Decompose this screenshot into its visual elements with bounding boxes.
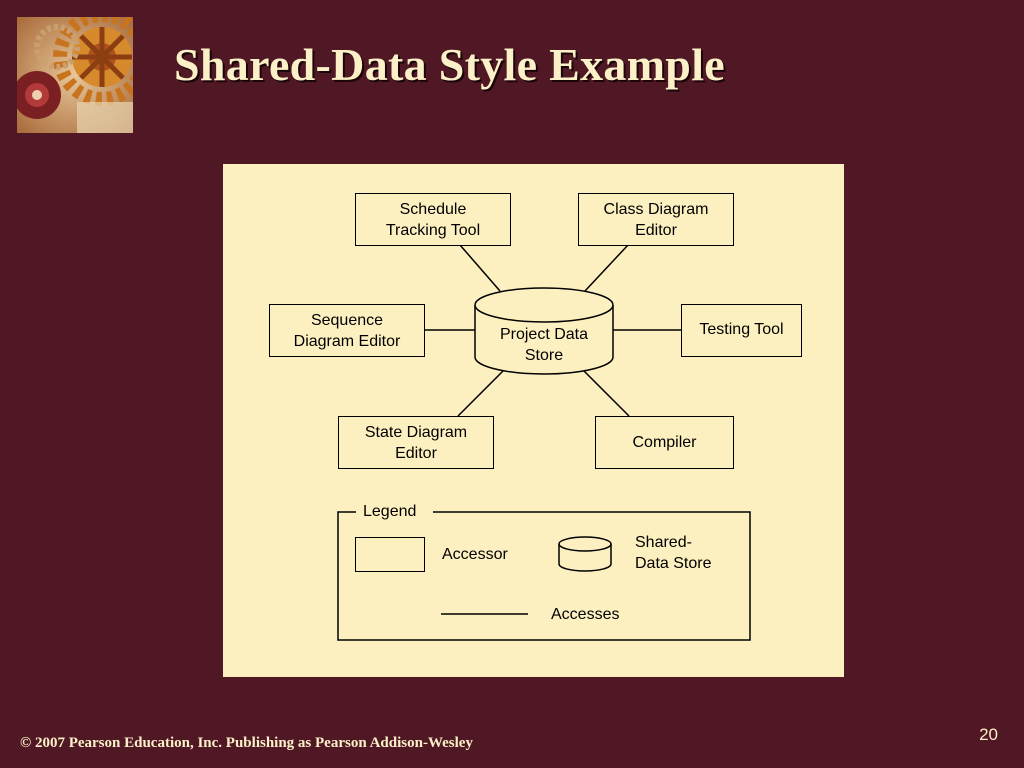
connector-compiler — [582, 369, 630, 417]
connector-class-diagram — [584, 244, 629, 292]
page-number: 20 — [979, 725, 998, 744]
legend-accessor-label: Accessor — [442, 546, 508, 563]
copyright-footer: © 2007 Pearson Education, Inc. Publishin… — [20, 735, 473, 751]
project-data-store-label: Project Data Store — [499, 326, 589, 364]
legend-shared-store-label: Shared- Data Store — [635, 534, 712, 572]
class-diagram-editor-label: Class Diagram Editor — [603, 200, 709, 239]
diagram-connectors — [337, 244, 751, 641]
slide-title: Shared-Data Style Example — [174, 39, 725, 90]
schedule-tracking-tool-label: Schedule Tracking Tool — [385, 200, 481, 239]
project-data-store-cylinder — [474, 287, 614, 375]
connector-state-diagram — [457, 369, 505, 417]
legend-accessor-box — [355, 537, 425, 572]
diagram-panel: Schedule Tracking Tool Class Diagram Edi… — [223, 164, 844, 677]
sequence-diagram-editor-box: Sequence Diagram Editor — [269, 304, 425, 357]
testing-tool-box: Testing Tool — [681, 304, 802, 357]
legend-store-icon — [558, 536, 612, 572]
state-diagram-editor-label: State Diagram Editor — [364, 423, 468, 462]
compiler-label: Compiler — [632, 434, 697, 451]
legend-accesses-label: Accesses — [551, 606, 620, 623]
gears-image — [17, 17, 133, 133]
legend-title: Legend — [357, 501, 423, 522]
testing-tool-label: Testing Tool — [699, 321, 784, 338]
state-diagram-editor-box: State Diagram Editor — [338, 416, 494, 469]
connector-schedule — [459, 244, 501, 292]
schedule-tracking-tool-box: Schedule Tracking Tool — [355, 193, 511, 246]
legend-frame — [337, 511, 751, 641]
sequence-diagram-editor-label: Sequence Diagram Editor — [293, 311, 401, 350]
compiler-box: Compiler — [595, 416, 734, 469]
class-diagram-editor-box: Class Diagram Editor — [578, 193, 734, 246]
